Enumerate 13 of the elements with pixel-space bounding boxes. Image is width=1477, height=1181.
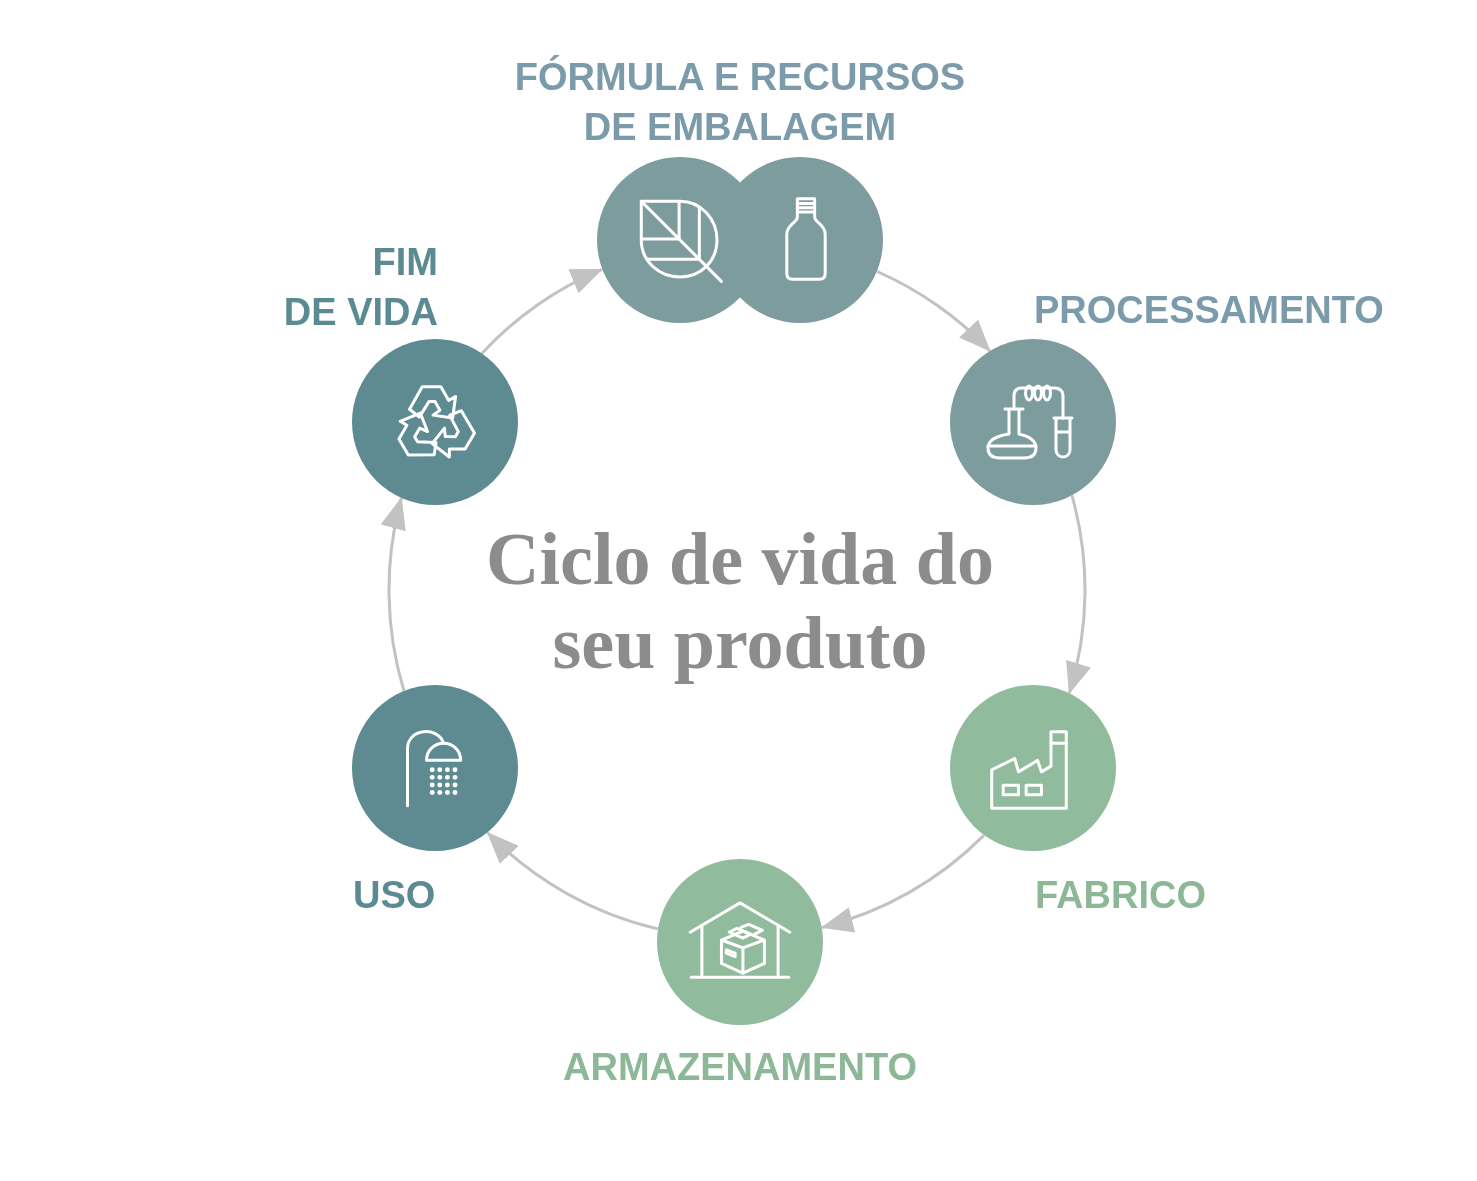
stage-label: FÓRMULA E RECURSOS DE EMBALAGEM <box>514 54 966 150</box>
stage-label: FABRICO <box>1035 873 1206 918</box>
stage-label: USO <box>353 873 436 918</box>
stage-label: FIM DE VIDA <box>283 240 438 335</box>
stage-label: ARMAZENAMENTO <box>563 1045 917 1090</box>
arrow <box>876 270 991 353</box>
arrow <box>381 497 407 692</box>
stage-label: PROCESSAMENTO <box>1034 288 1384 333</box>
arrow <box>480 267 603 355</box>
title: Ciclo de vida do seu produto <box>486 517 994 685</box>
arrow <box>820 834 986 932</box>
arrow <box>1064 495 1090 695</box>
arrow <box>486 831 659 931</box>
